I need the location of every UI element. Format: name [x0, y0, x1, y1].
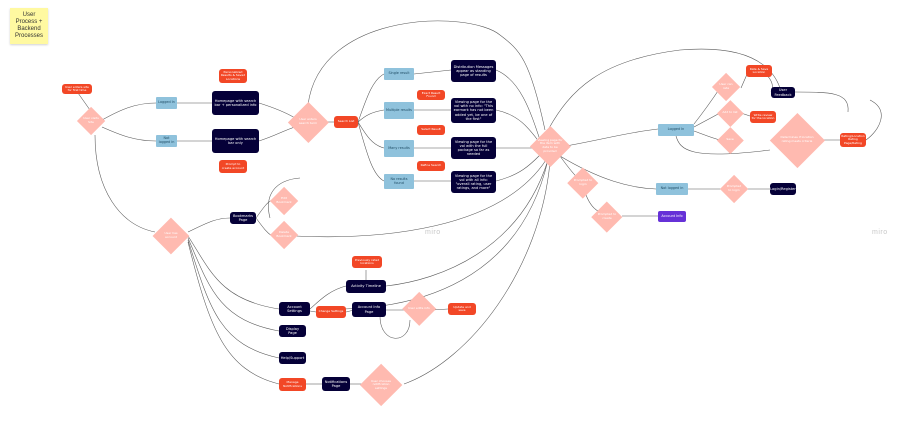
decision-user-account[interactable]: User has account [152, 217, 190, 255]
decision-prompt-create[interactable]: Prompted to create [591, 201, 623, 233]
decision-label: Prompted to login [726, 184, 742, 192]
decision-visit-site[interactable]: User visits Site [76, 106, 106, 136]
node-homepage-search-only[interactable]: Homepage with search bar only [212, 129, 259, 153]
decision-edit-bookmark[interactable]: Edit Bookmark [269, 186, 299, 216]
tag-refine-search[interactable]: Refine Search [417, 161, 445, 171]
node-help-support[interactable]: Help/Support [279, 352, 306, 364]
node-notifications-page[interactable]: Notifications Page [322, 377, 350, 391]
decision-label: Save [726, 137, 734, 142]
decision-label: Determines if location rating meets crit… [780, 135, 814, 143]
branch-many-results[interactable]: Many results [384, 140, 414, 157]
watermark-miro: miro [425, 229, 441, 236]
watermark-miro: miro [872, 229, 888, 236]
node-account-info[interactable]: Account Info [658, 211, 686, 222]
outcome-all-info[interactable]: Viewing page for the vol with all info: … [451, 171, 496, 193]
node-change-settings[interactable]: Change Settings [316, 306, 346, 318]
note-activity[interactable]: Previously rated locations [352, 256, 382, 268]
node-user-first-visit[interactable]: User enters site for first time [62, 84, 92, 94]
outcome-distribution[interactable]: Distribution Messages appear as standing… [451, 60, 496, 82]
decision-prompt-login[interactable]: Prompted to login [567, 167, 599, 199]
decision-label: Viewing page for the item with data to b… [537, 137, 563, 153]
decision-label: Prompted to login [573, 178, 593, 186]
decision-label: User chooses notification settings [371, 378, 391, 390]
decision-edit-info[interactable]: User edits info [401, 291, 437, 327]
tag-select-result[interactable]: Select Result [417, 125, 445, 135]
note-create-account[interactable]: Prompt to create account [219, 160, 247, 173]
decision-save[interactable]: Save [716, 126, 744, 154]
decision-label: User edits info [408, 306, 430, 311]
node-account-info-page[interactable]: Account Info Page [352, 302, 386, 317]
decision-search-term[interactable]: User enters search term [287, 101, 329, 143]
node-logged-in-right[interactable]: Logged In [658, 124, 694, 136]
decision-delete-bookmark[interactable]: Delete Bookmark [269, 220, 299, 250]
decision-add-list[interactable]: Add to list [716, 99, 744, 127]
note-personalized[interactable]: Personalized Results & Saved Locations [219, 69, 247, 83]
decision-label: User has account [164, 231, 178, 239]
decision-label: User enters search term [298, 117, 318, 125]
branch-multiple-results[interactable]: Multiple results [384, 102, 414, 119]
node-rate-save[interactable]: Rate & Save Location [746, 65, 772, 77]
branch-no-results[interactable]: No results found [384, 174, 414, 189]
sticky-note: User Process + Backend Processes [10, 8, 48, 44]
decision-label: Delete Bookmark [276, 230, 292, 238]
decision-label: Edit Bookmark [276, 196, 292, 204]
decision-login[interactable]: Prompted to login [719, 174, 749, 204]
decision-notification-settings[interactable]: User chooses notification settings [359, 363, 403, 407]
node-write-review[interactable]: Write review for the location [750, 111, 776, 123]
node-not-logged-in-right[interactable]: Not logged in [656, 183, 688, 195]
node-not-logged-in[interactable]: Not logged in [156, 135, 177, 147]
decision-rate[interactable]: User can rate [711, 72, 741, 102]
node-update-save[interactable]: Update and save [448, 303, 476, 315]
node-rating-page[interactable]: Rating/Location Rating Page/Rating [840, 133, 866, 147]
decision-label: Add to list [722, 110, 738, 115]
tag-exact-result[interactable]: Exact Result Found [417, 90, 445, 100]
node-search-list[interactable]: Search List [334, 116, 358, 128]
node-user-feedback[interactable]: User Feedback [771, 87, 795, 98]
node-display-page[interactable]: Display Page [279, 325, 306, 337]
node-activity-timeline[interactable]: Activity Timeline [346, 280, 386, 293]
decision-label: Prompted to create [597, 212, 617, 220]
decision-viewing-page[interactable]: Viewing page for the item with data to b… [529, 125, 571, 167]
outcome-full-package[interactable]: Viewing page for the vol with the full p… [451, 137, 496, 159]
branch-single-result[interactable]: Single result [384, 68, 414, 80]
node-manage-notifications[interactable]: Manage Notifications [279, 378, 306, 391]
node-logged-in[interactable]: Logged In [156, 97, 177, 109]
node-login-register[interactable]: Login/Register [770, 183, 796, 195]
decision-rating-criteria[interactable]: Determines if location rating meets crit… [769, 112, 825, 168]
decision-label: User visits Site [83, 116, 99, 124]
decision-label: User can rate [719, 82, 733, 90]
node-account-settings[interactable]: Account Settings [279, 302, 310, 316]
node-homepage-personalized[interactable]: Homepage with search bar + personalized … [212, 91, 259, 115]
outcome-no-info[interactable]: Viewing page for the vol with no info: "… [451, 98, 496, 123]
node-bookmarks-page[interactable]: Bookmarks Page [230, 212, 256, 224]
